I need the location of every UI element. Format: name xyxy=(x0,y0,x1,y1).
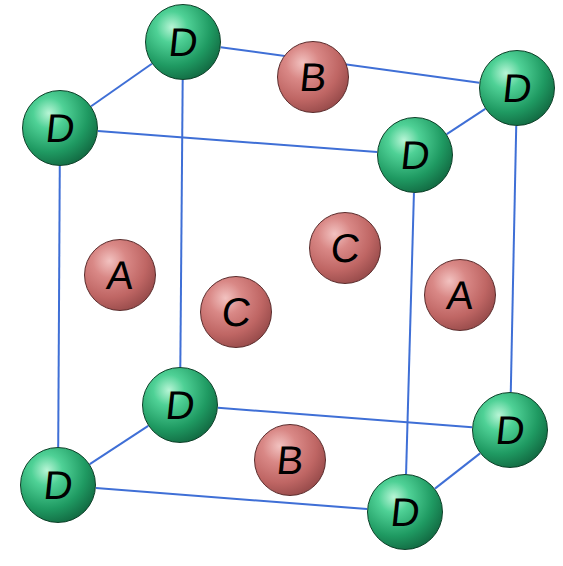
corner-atom: D xyxy=(22,90,98,166)
atom-label: B xyxy=(275,440,306,480)
face-atom: C xyxy=(309,212,381,284)
cube-edge xyxy=(96,488,367,509)
atom-label: C xyxy=(219,292,252,332)
atom-label: A xyxy=(105,255,136,295)
atom-label: D xyxy=(166,22,199,62)
atom-label: D xyxy=(493,410,526,450)
cube-edge xyxy=(58,166,60,447)
cube-edge xyxy=(98,131,377,152)
atom-label: D xyxy=(388,492,421,532)
atom-label: B xyxy=(298,57,329,97)
cube-edge xyxy=(406,193,414,474)
atom-label: A xyxy=(445,275,476,315)
atom-label: D xyxy=(500,68,533,108)
corner-atom: D xyxy=(479,50,555,126)
atom-label: D xyxy=(41,465,74,505)
cube-edge xyxy=(218,408,472,427)
atom-label: D xyxy=(43,108,76,148)
atom-label: D xyxy=(163,385,196,425)
corner-atom: D xyxy=(377,117,453,193)
face-atom: A xyxy=(84,239,156,311)
cube-edge xyxy=(435,453,480,488)
corner-atom: D xyxy=(142,367,218,443)
cube-edge xyxy=(221,47,480,83)
cube-edge xyxy=(90,426,148,464)
cube-edge xyxy=(91,64,152,106)
face-atom: C xyxy=(200,276,272,348)
face-atom: B xyxy=(277,41,349,113)
atom-label: D xyxy=(398,135,431,175)
corner-atom: D xyxy=(145,4,221,80)
corner-atom: D xyxy=(20,447,96,523)
cube-edge xyxy=(511,126,516,392)
cube-edge xyxy=(180,80,182,367)
face-atom: B xyxy=(254,424,326,496)
corner-atom: D xyxy=(472,392,548,468)
atom-label: C xyxy=(328,228,361,268)
corner-atom: D xyxy=(367,474,443,550)
cube-edge xyxy=(447,109,485,134)
face-atom: A xyxy=(424,259,496,331)
